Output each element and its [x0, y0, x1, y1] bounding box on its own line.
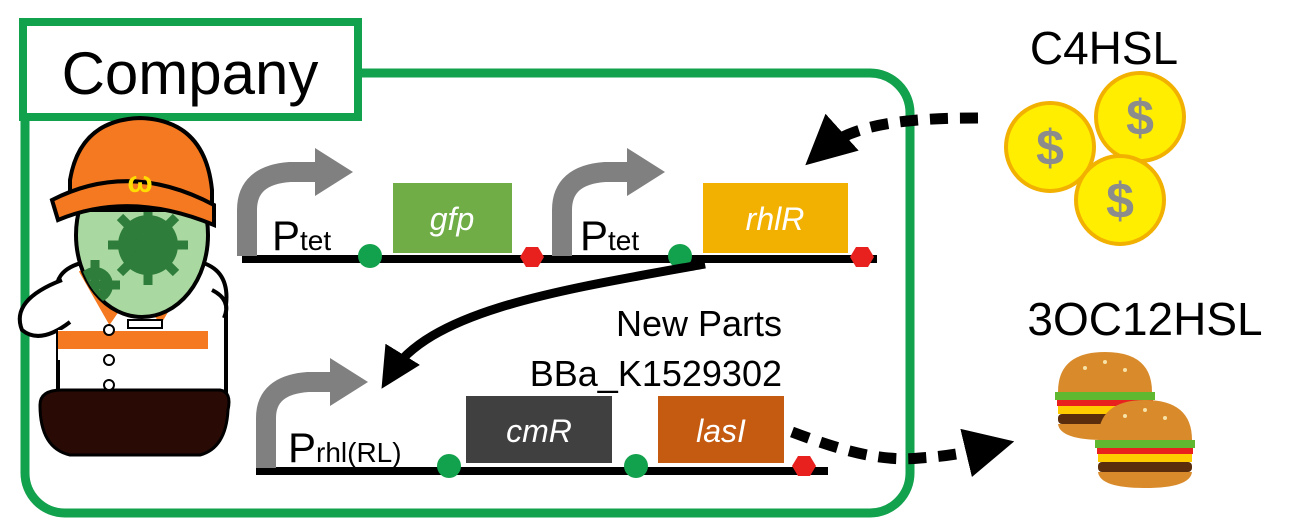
gene-rhlR-label: rhlR: [746, 201, 805, 237]
promoter-arrow-icon: [237, 148, 353, 256]
promoter-3-label: Prhl(RL): [288, 424, 402, 471]
dna-backbone-2: [256, 467, 828, 475]
rbs-icon: [437, 454, 461, 478]
oc12hsl-label: 3OC12HSL: [1027, 293, 1262, 345]
dollar-coin-icon: $: [1094, 71, 1186, 163]
dollar-coin-icon: $: [1004, 101, 1096, 193]
rbs-icon: [668, 244, 692, 268]
company-frame: [20, 68, 915, 518]
new-parts-title: New Parts: [616, 303, 782, 344]
svg-text:$: $: [1106, 173, 1134, 229]
hamburger-icon: [1095, 400, 1195, 488]
svg-text:$: $: [1126, 90, 1154, 146]
svg-text:$: $: [1036, 120, 1064, 176]
promoter-arrow-icon: [256, 358, 368, 468]
dollar-coin-icon: $: [1074, 154, 1166, 246]
rbs-icon: [624, 454, 648, 478]
company-title: Company: [62, 40, 319, 107]
new-parts-id: BBa_K1529302: [530, 353, 782, 394]
gene-gfp-label: gfp: [430, 201, 474, 237]
terminator-icon: [520, 247, 544, 267]
terminator-icon: [792, 456, 816, 476]
terminator-icon: [850, 247, 874, 267]
gene-lasI-label: lasI: [696, 413, 746, 449]
gene-cmR-label: cmR: [506, 413, 572, 449]
gene-cmR-box: [466, 396, 612, 463]
company-title-box: [19, 18, 362, 121]
dna-backbone-1: [242, 255, 877, 263]
activation-arrow: [381, 259, 706, 389]
c4hsl-label: C4HSL: [1030, 22, 1178, 74]
c4hsl-input-arrow: [805, 112, 979, 166]
oc12-output-arrow: [790, 426, 1015, 477]
promoter-2-label: Ptet: [580, 212, 639, 259]
mascot-icon: ω: [17, 115, 231, 457]
gene-rhlR-box: [703, 183, 848, 253]
promoter-1-label: Ptet: [272, 212, 331, 259]
gene-gfp-box: [393, 183, 512, 253]
gene-lasI-box: [658, 396, 784, 463]
rbs-icon: [358, 244, 382, 268]
promoter-arrow-icon: [552, 148, 665, 256]
svg-text:ω: ω: [127, 166, 152, 199]
